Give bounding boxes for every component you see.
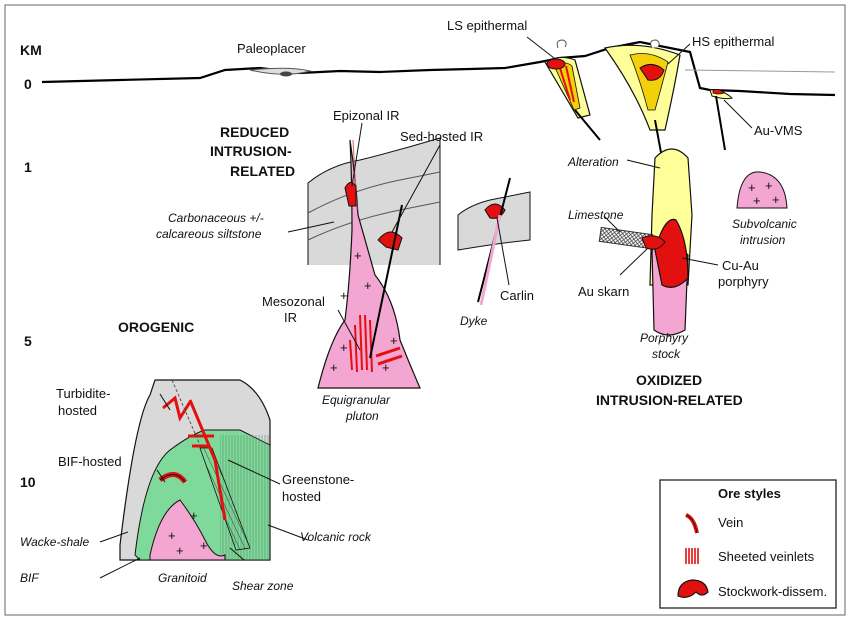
label-porphyry-line2: stock — [652, 347, 681, 361]
depth-unit-label: KM — [20, 42, 42, 58]
svg-text:+: + — [330, 360, 338, 375]
label-turbidite-line2: hosted — [58, 403, 97, 418]
label-shear-zone: Shear zone — [232, 579, 294, 593]
porphyry-system — [598, 148, 693, 336]
label-volcanic-rock: Volcanic rock — [300, 530, 372, 544]
label-reduced-line3: RELATED — [230, 163, 295, 179]
label-bif: BIF — [20, 571, 39, 585]
paleoplacer-deposit — [249, 67, 312, 77]
label-porphyry-line1: Porphyry — [640, 331, 689, 345]
sheeted-veinlets-swatch-icon — [685, 548, 699, 564]
legend-item-vein: Vein — [718, 515, 743, 530]
svg-text:+: + — [190, 508, 198, 523]
label-paleoplacer: Paleoplacer — [237, 41, 306, 56]
legend-item-stockwork: Stockwork-dissem. — [718, 584, 827, 599]
depth-tick-10: 10 — [20, 474, 36, 490]
diagram-frame — [4, 4, 846, 616]
label-subvolcanic-line2: intrusion — [740, 233, 786, 247]
svg-text:+: + — [168, 528, 176, 543]
label-carlin: Carlin — [500, 288, 534, 303]
label-carbonaceous-line1: Carbonaceous +/- — [168, 211, 264, 225]
label-equigranular-line2: pluton — [345, 409, 379, 423]
svg-text:+: + — [340, 288, 348, 303]
svg-text:+: + — [176, 543, 184, 558]
label-oxidized-line1: OXIDIZED — [636, 372, 702, 388]
svg-text:+: + — [340, 340, 348, 355]
orogenic-system: ++ ++ — [119, 379, 271, 561]
label-bif-hosted: BIF-hosted — [58, 454, 122, 469]
svg-text:+: + — [390, 333, 398, 348]
svg-text:+: + — [765, 178, 773, 193]
hs-epithermal-deposit — [603, 39, 681, 159]
label-wacke-shale: Wacke-shale — [20, 535, 89, 549]
ground-surface — [41, 40, 836, 97]
label-oxidized-line2: INTRUSION-RELATED — [596, 392, 743, 408]
depth-tick-0: 0 — [24, 76, 32, 92]
label-limestone: Limestone — [568, 208, 624, 222]
label-orogenic: OROGENIC — [118, 319, 194, 335]
leader-lines — [99, 36, 753, 579]
svg-text:+: + — [772, 192, 780, 207]
svg-text:+: + — [382, 360, 390, 375]
label-sed-hosted-ir: Sed-hosted IR — [400, 129, 483, 144]
label-hs-epithermal: HS epithermal — [692, 34, 774, 49]
label-equigranular-line1: Equigranular — [322, 393, 391, 407]
svg-text:+: + — [748, 180, 756, 195]
label-mesozonal-line1: Mesozonal — [262, 294, 325, 309]
label-greenstone-line1: Greenstone- — [282, 472, 354, 487]
depth-tick-1: 1 — [24, 159, 32, 175]
ls-epithermal-deposit — [544, 39, 601, 141]
label-dyke: Dyke — [460, 314, 488, 328]
label-mesozonal-line2: IR — [284, 310, 297, 325]
carlin-host-block — [457, 177, 531, 306]
stockwork-swatch-icon — [677, 579, 709, 598]
au-vms-deposit — [709, 89, 734, 151]
label-cu-au-line1: Cu-Au — [722, 258, 759, 273]
label-au-skarn: Au skarn — [578, 284, 629, 299]
label-ls-epithermal: LS epithermal — [447, 18, 527, 33]
label-epizonal-ir: Epizonal IR — [333, 108, 399, 123]
legend-title: Ore styles — [718, 486, 781, 501]
svg-text:+: + — [354, 248, 362, 263]
legend-item-sheeted: Sheeted veinlets — [718, 549, 815, 564]
label-au-vms: Au-VMS — [754, 123, 803, 138]
label-reduced-line1: REDUCED — [220, 124, 289, 140]
label-subvolcanic-line1: Subvolcanic — [732, 217, 797, 231]
label-reduced-line2: INTRUSION- — [210, 143, 292, 159]
label-greenstone-line2: hosted — [282, 489, 321, 504]
label-cu-au-line2: porphyry — [718, 274, 769, 289]
legend: Ore styles Vein Sheeted veinlets Stockwo… — [659, 479, 837, 609]
svg-text:+: + — [753, 193, 761, 208]
label-turbidite-line1: Turbidite- — [56, 386, 110, 401]
depth-tick-5: 5 — [24, 333, 32, 349]
label-carbonaceous-line2: calcareous siltstone — [156, 227, 262, 241]
depth-scale: KM 0 1 5 10 — [20, 42, 42, 490]
deposit-labels: Paleoplacer LS epithermal HS epithermal … — [20, 18, 803, 593]
label-granitoid: Granitoid — [158, 571, 207, 585]
svg-text:+: + — [200, 538, 208, 553]
subvolcanic-intrusion: ++ ++ — [736, 171, 788, 209]
svg-text:+: + — [364, 278, 372, 293]
label-alteration: Alteration — [567, 155, 619, 169]
